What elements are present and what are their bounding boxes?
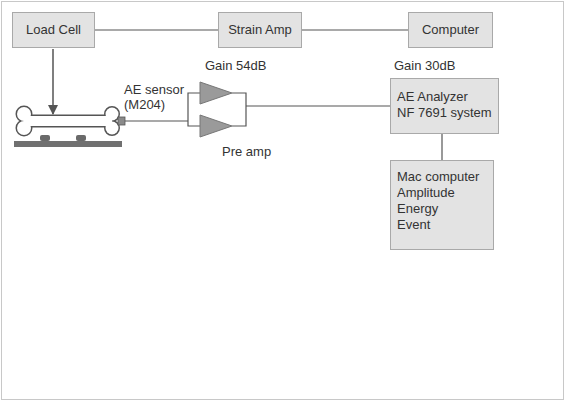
platform xyxy=(14,141,122,147)
figure-frame xyxy=(2,2,564,400)
annotation-label: Gain 54dB xyxy=(205,58,266,73)
process-box: Computer xyxy=(408,12,493,48)
box-text-group: Computer xyxy=(422,22,479,38)
bone-knob xyxy=(106,108,119,121)
box-text: Computer xyxy=(422,22,479,38)
ae-sensor xyxy=(118,117,125,125)
bone-outline xyxy=(17,107,119,135)
preamp-triangle xyxy=(200,115,232,137)
box-text: AE Analyzer xyxy=(397,89,492,105)
annotation-label: AE sensor (M204) xyxy=(124,82,190,112)
support xyxy=(40,135,50,141)
box-text: Strain Amp xyxy=(228,22,292,38)
box-text: Load Cell xyxy=(26,22,81,38)
box-text-group: AE AnalyzerNF 7691 system xyxy=(397,89,492,121)
process-box: Strain Amp xyxy=(218,12,302,48)
connector-line xyxy=(95,29,218,30)
load-arrow xyxy=(52,49,54,114)
box-text: NF 7691 system xyxy=(397,105,492,121)
connector-line xyxy=(441,134,442,160)
process-box: AE AnalyzerNF 7691 system xyxy=(390,78,499,134)
wire xyxy=(188,93,200,126)
process-box: Mac computerAmplitude Energy Event xyxy=(390,160,494,250)
wire xyxy=(232,93,246,126)
box-text-group: Strain Amp xyxy=(228,22,292,38)
bone-knob xyxy=(106,122,119,135)
bone-shaft xyxy=(24,116,112,126)
bone-knob xyxy=(106,122,119,135)
wire xyxy=(125,120,188,121)
annotation-label: Pre amp xyxy=(222,144,271,159)
bone-knob xyxy=(106,108,119,121)
box-text: Amplitude Energy Event xyxy=(397,185,455,233)
connector-line xyxy=(302,29,408,30)
wire xyxy=(246,105,390,106)
support xyxy=(76,135,86,141)
box-text-group: Load Cell xyxy=(26,22,81,38)
bone-fill xyxy=(17,107,119,135)
box-text-group: Mac computerAmplitude Energy Event xyxy=(397,169,479,233)
box-text: Mac computer xyxy=(397,169,479,185)
preamp-triangle xyxy=(200,82,232,104)
annotation-label: Gain 30dB xyxy=(394,58,455,73)
process-box: Load Cell xyxy=(12,12,95,48)
bone-shaft xyxy=(24,116,112,126)
